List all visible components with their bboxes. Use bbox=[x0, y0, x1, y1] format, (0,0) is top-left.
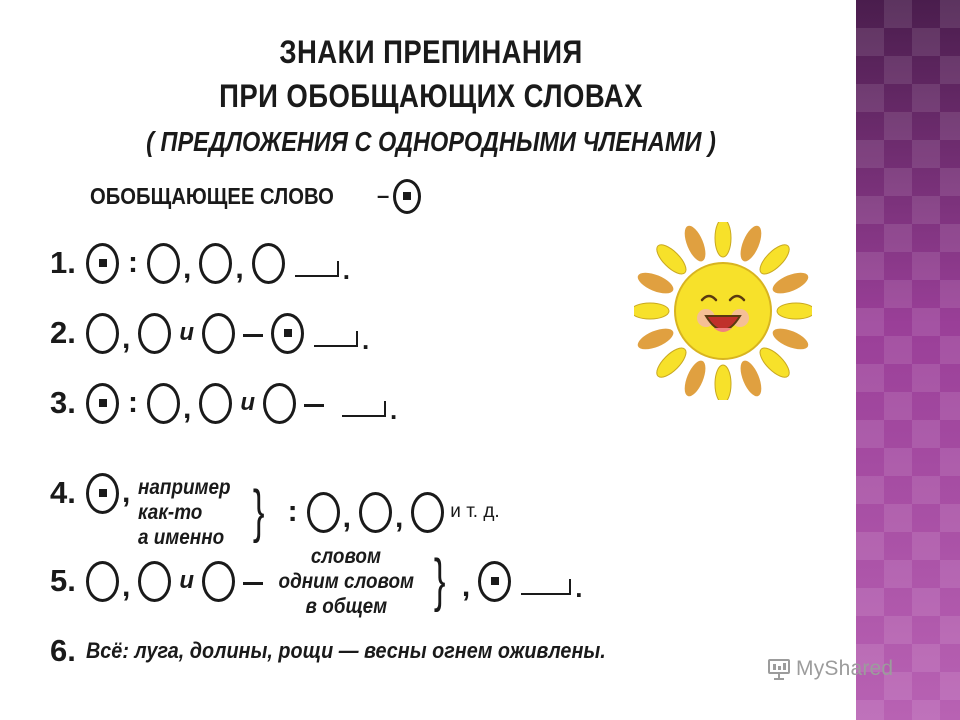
slide-panel: ЗНАКИ ПРЕПИНАНИЯ ПРИ ОБОБЩАЮЩИХ СЛОВАХ (… bbox=[40, 26, 822, 668]
summary-words-group: словом одним словом в общем } bbox=[271, 544, 459, 619]
sun-illustration bbox=[634, 222, 812, 400]
title-line-2: ПРИ ОБОБЩАЮЩИХ СЛОВАХ bbox=[219, 78, 643, 114]
scheme-number: 4. bbox=[50, 475, 76, 510]
scheme-number: 5. bbox=[50, 563, 76, 598]
homogeneous-member-symbol bbox=[138, 312, 172, 354]
subtitle: ( ПРЕДЛОЖЕНИЯ С ОДНОРОДНЫМИ ЧЛЕНАМИ ) bbox=[146, 126, 716, 157]
homogeneous-member-symbol bbox=[358, 491, 392, 533]
legend-row: ОБОБЩАЮЩЕЕ СЛОВО – bbox=[90, 176, 422, 216]
sentence-rest-line bbox=[342, 401, 387, 417]
comma-mark: , bbox=[122, 476, 131, 509]
comma-mark: , bbox=[183, 252, 192, 285]
comma-mark: , bbox=[183, 392, 192, 425]
homogeneous-member-symbol bbox=[147, 382, 180, 424]
summary-word: в общем bbox=[305, 594, 388, 618]
watermark: MyShared bbox=[766, 656, 893, 682]
conjunction-text: и bbox=[179, 319, 195, 346]
scheme-number: 1. bbox=[50, 245, 76, 280]
homogeneous-member-symbol bbox=[86, 560, 119, 602]
scheme-number: 3. bbox=[50, 385, 76, 420]
homogeneous-member-symbol bbox=[202, 560, 236, 602]
introductory-words-stack: например как-то а именно bbox=[138, 475, 241, 550]
comma-mark: , bbox=[461, 570, 471, 603]
sun-tongue bbox=[714, 328, 732, 332]
introductory-word: например bbox=[138, 475, 231, 499]
introductory-word: как-то bbox=[138, 500, 203, 524]
right-brace: } bbox=[253, 479, 265, 544]
period-mark: . bbox=[362, 325, 370, 355]
scheme-row-3: 3. : , и . bbox=[50, 378, 399, 428]
right-brace: } bbox=[433, 548, 446, 613]
conjunction-text: и bbox=[240, 389, 256, 416]
decorative-purple-strip bbox=[856, 0, 960, 720]
comma-mark: , bbox=[122, 322, 131, 355]
legend-dash: – bbox=[377, 183, 390, 208]
homogeneous-member-symbol bbox=[251, 242, 285, 284]
comma-mark: , bbox=[235, 252, 244, 285]
homogeneous-member-symbol bbox=[147, 242, 180, 284]
colon-mark: : bbox=[128, 386, 138, 419]
comma-mark: , bbox=[342, 501, 351, 534]
generalizing-word-symbol bbox=[86, 472, 119, 514]
example-sentence: Всё: луга, долины, рощи — весны огнем ож… bbox=[86, 638, 606, 663]
presentation-board-icon bbox=[768, 659, 790, 680]
homogeneous-member-symbol bbox=[411, 491, 445, 533]
title-line-1: ЗНАКИ ПРЕПИНАНИЯ bbox=[279, 34, 583, 70]
generalizing-word-symbol bbox=[393, 178, 422, 214]
sun-rays bbox=[634, 222, 812, 400]
homogeneous-member-symbol bbox=[138, 560, 172, 602]
scheme-row-4: 4. , например как-то а именно } : , , и … bbox=[50, 468, 500, 549]
introductory-words-group: например как-то а именно } bbox=[138, 437, 278, 550]
introductory-word: а именно bbox=[138, 525, 225, 549]
sun-eye bbox=[728, 294, 746, 302]
period-mark: . bbox=[575, 573, 583, 603]
conjunction-text: и bbox=[179, 567, 195, 594]
sentence-rest-line bbox=[521, 579, 572, 595]
sun-face bbox=[674, 262, 772, 360]
colon-mark: : bbox=[287, 495, 298, 528]
scheme-row-6: 6. Всё: луга, долины, рощи — весны огнем… bbox=[50, 626, 664, 676]
dash-mark bbox=[304, 403, 325, 407]
dash-mark bbox=[243, 581, 264, 585]
period-mark: . bbox=[390, 395, 398, 425]
summary-words-stack: словом одним словом в общем bbox=[271, 544, 422, 619]
homogeneous-member-symbol bbox=[263, 382, 297, 424]
legend-label: ОБОБЩАЮЩЕЕ СЛОВО bbox=[90, 182, 334, 209]
sun-eye bbox=[700, 294, 718, 302]
sentence-rest-line bbox=[314, 331, 359, 347]
summary-word: одним словом bbox=[278, 569, 415, 593]
homogeneous-member-symbol bbox=[199, 242, 233, 284]
dash-mark bbox=[243, 333, 264, 337]
generalizing-word-symbol bbox=[86, 242, 119, 284]
scheme-number: 2. bbox=[50, 315, 76, 350]
homogeneous-member-symbol bbox=[306, 491, 340, 533]
scheme-number: 6. bbox=[50, 633, 76, 668]
period-mark: . bbox=[342, 255, 350, 285]
comma-mark: , bbox=[122, 570, 131, 603]
generalizing-word-symbol bbox=[271, 312, 305, 354]
generalizing-word-symbol bbox=[478, 560, 512, 602]
colon-mark: : bbox=[128, 246, 138, 279]
homogeneous-member-symbol bbox=[202, 312, 236, 354]
comma-mark: , bbox=[394, 501, 404, 534]
homogeneous-member-symbol bbox=[199, 382, 233, 424]
sentence-rest-line bbox=[294, 261, 339, 277]
homogeneous-member-symbol bbox=[86, 312, 119, 354]
watermark-text: MyShared bbox=[796, 657, 894, 680]
generalizing-word-symbol bbox=[86, 382, 119, 424]
summary-word: словом bbox=[311, 544, 382, 568]
scheme-row-1: 1. : , , . bbox=[50, 238, 352, 288]
scheme-row-2: 2. , и . bbox=[50, 308, 371, 358]
etc-text: и т. д. bbox=[450, 501, 500, 522]
scheme-row-5: 5. , и словом одним словом в общем } , . bbox=[50, 545, 584, 618]
